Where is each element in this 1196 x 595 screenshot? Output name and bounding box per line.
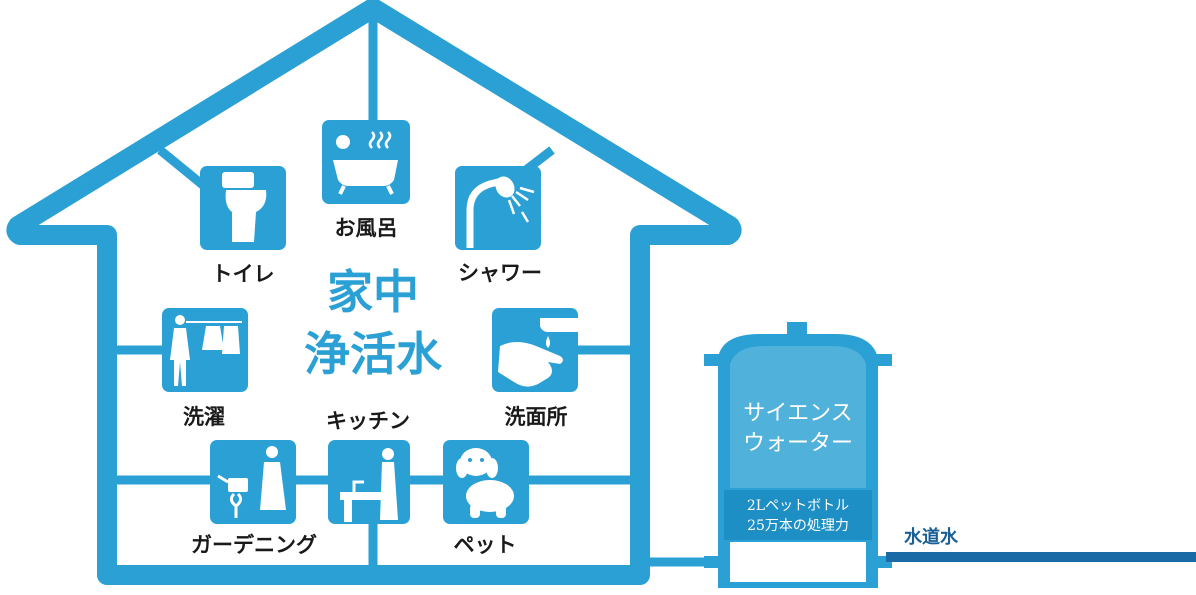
tank-capacity-line1: 2Lペットボトル [747, 498, 849, 514]
shower-icon [466, 176, 535, 248]
room-label-bath: お風呂 [335, 216, 398, 240]
room-label-washstand: 洗面所 [505, 405, 568, 429]
room-laundry [162, 308, 248, 392]
room-toilet [200, 166, 286, 250]
room-label-gardening: ガーデニング [191, 533, 317, 557]
room-gardening [210, 440, 296, 524]
room-washstand [492, 308, 578, 392]
room-label-shower: シャワー [458, 261, 542, 285]
dog-icon [456, 448, 514, 518]
tank-name-line2: ウォーター [743, 431, 853, 456]
room-label-laundry: 洗濯 [183, 405, 225, 429]
room-bath [322, 120, 410, 204]
room-pet [443, 440, 529, 524]
house-internal-pipes [107, 12, 640, 575]
tap-water-pipe [886, 552, 1196, 562]
laundry-icon [170, 315, 242, 386]
watering-can-icon [217, 446, 286, 518]
tank-capacity-line2: 25万本の処理力 [747, 518, 849, 534]
room-shower [455, 166, 541, 250]
hand-wash-icon [498, 318, 578, 387]
center-title-line2: 浄活水 [304, 327, 443, 381]
center-title-line1: 家中 [327, 265, 419, 319]
bathtub-icon [333, 131, 398, 195]
house-outline [6, 0, 742, 585]
kitchen-sink-icon [340, 448, 398, 522]
water-tank [704, 322, 892, 588]
tap-water-label: 水道水 [904, 526, 959, 548]
room-label-pet: ペット [454, 533, 517, 557]
toilet-icon [222, 172, 267, 242]
room-kitchen [328, 440, 410, 524]
room-label-toilet: トイレ [212, 262, 275, 286]
tank-name-line1: サイエンス [743, 401, 852, 426]
room-label-kitchen: キッチン [326, 409, 410, 433]
